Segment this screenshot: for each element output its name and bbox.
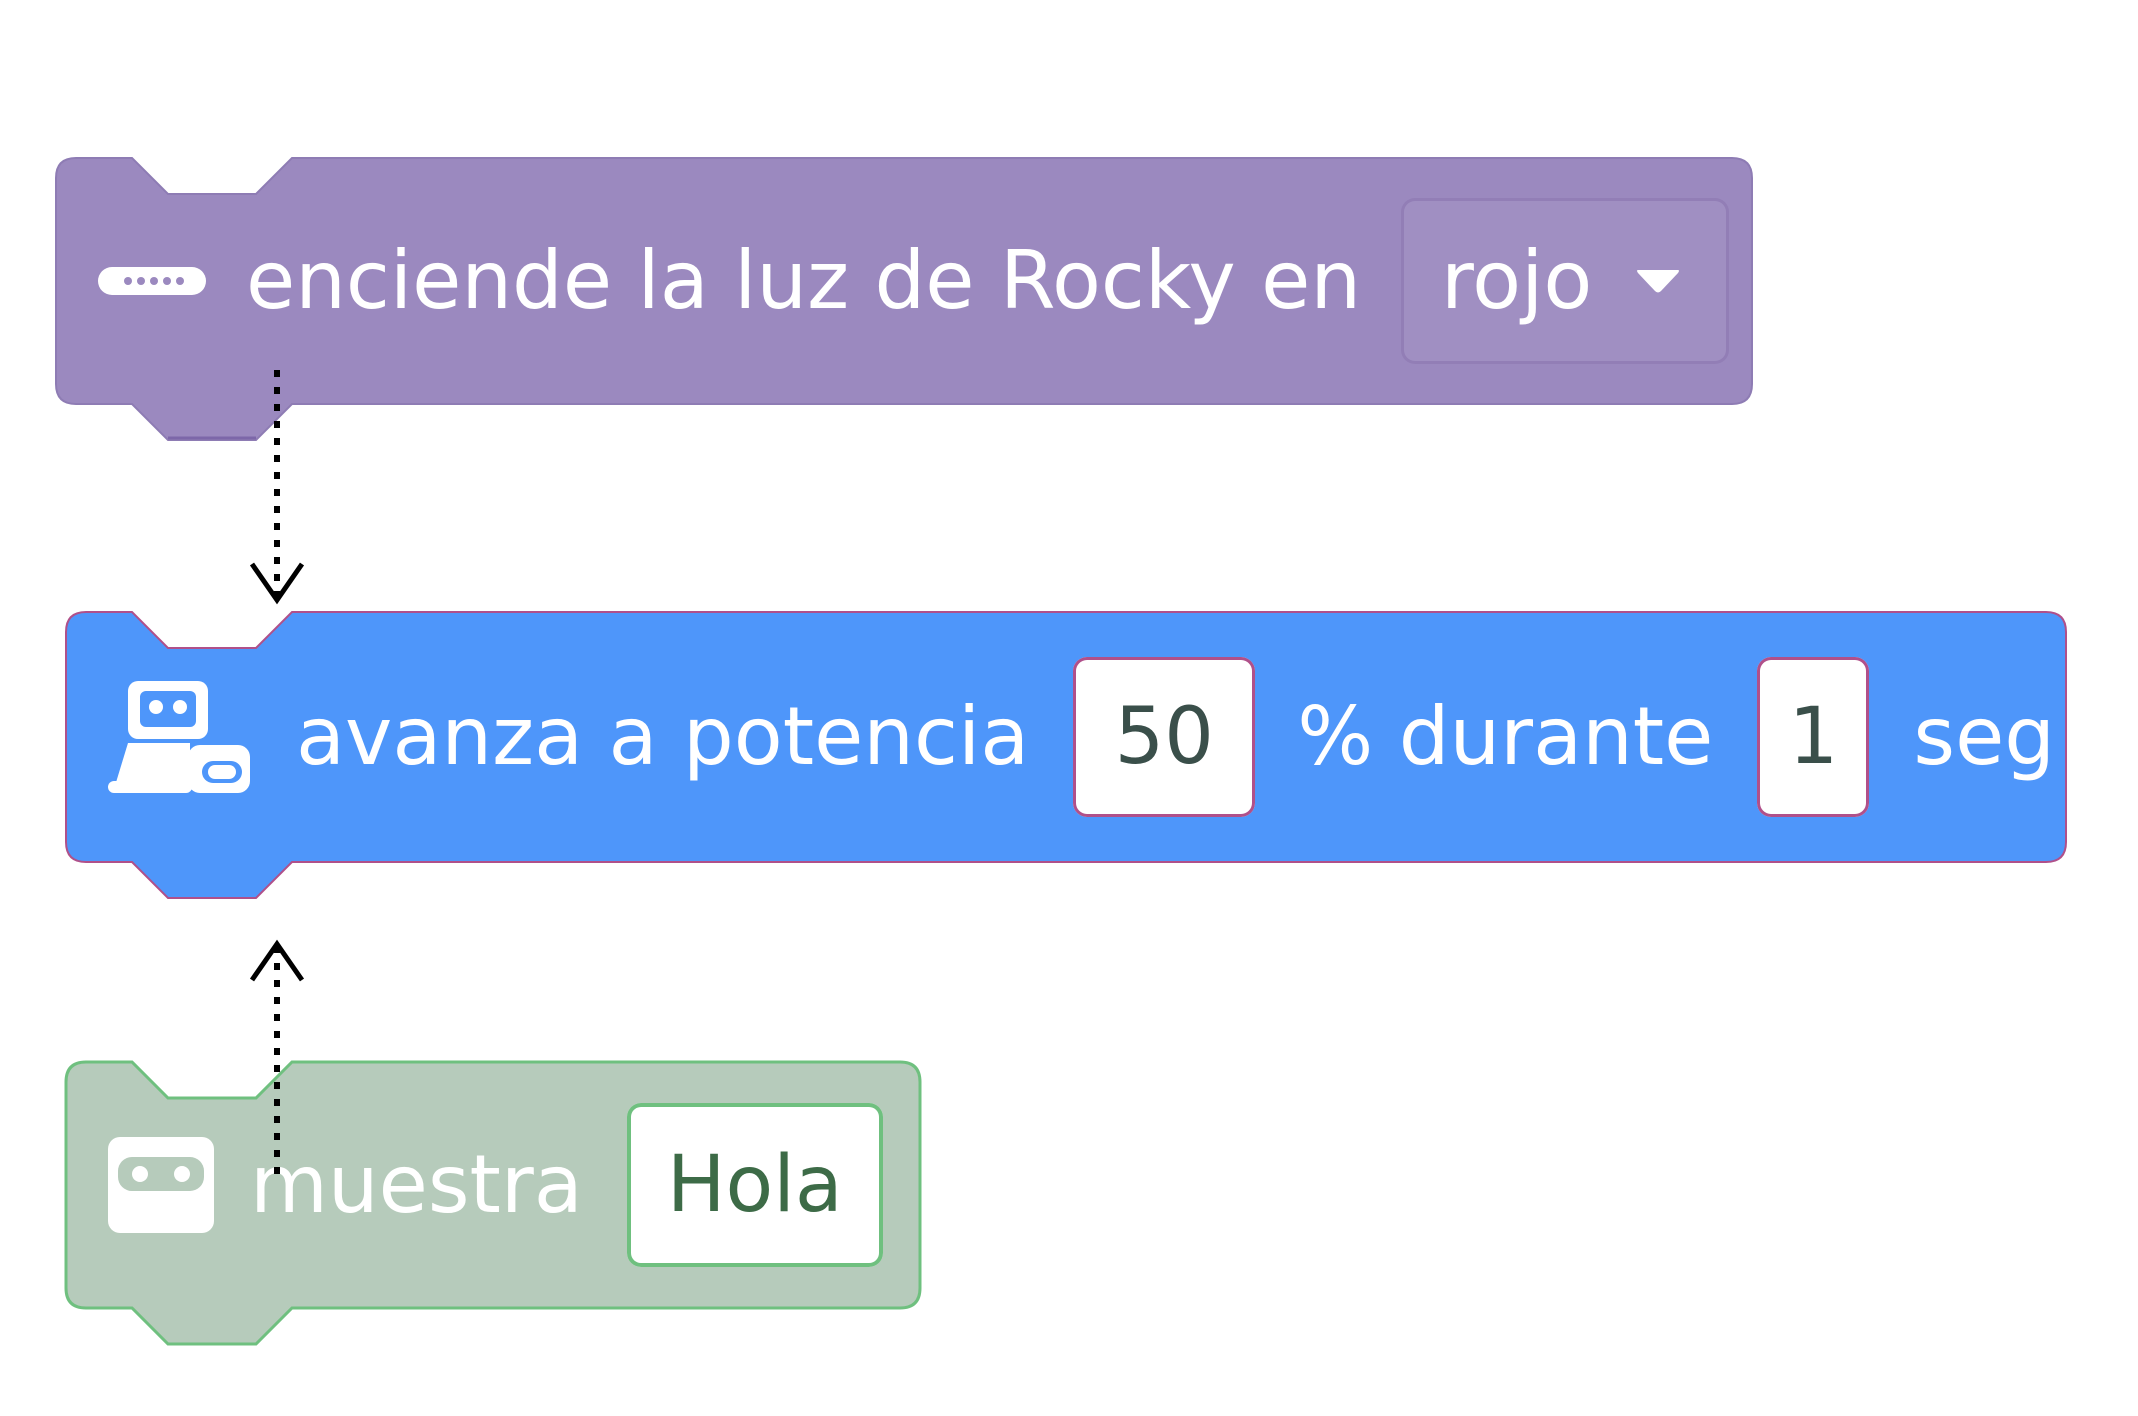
robot-motor-icon (108, 681, 250, 793)
move-label-2: % durante (1297, 690, 1714, 783)
move-label-3: seg (1913, 690, 2056, 783)
color-dropdown-value: rojo (1441, 234, 1593, 327)
chevron-down-icon (1637, 270, 1680, 293)
robot-face-icon (108, 1137, 214, 1233)
led-strip-icon (98, 267, 206, 295)
power-input[interactable]: 50 (1073, 657, 1256, 817)
display-label: muestra (250, 1138, 583, 1231)
block-light-label: enciende la luz de Rocky en (246, 234, 1362, 327)
display-text-input[interactable]: Hola (626, 1103, 883, 1267)
block-light[interactable]: enciende la luz de Rocky en rojo (55, 157, 1753, 441)
block-move-shape (65, 611, 2067, 899)
block-light-shape (55, 157, 1753, 441)
block-display[interactable]: muestra Hola (64, 1060, 922, 1346)
move-label-1: avanza a potencia (296, 690, 1030, 783)
duration-input[interactable]: 1 (1757, 657, 1870, 817)
block-move[interactable]: avanza a potencia 50 % durante 1 seg (65, 611, 2067, 899)
dotted-arrow-up-icon (249, 939, 305, 1174)
dotted-arrow-down-icon (249, 370, 305, 605)
color-dropdown[interactable]: rojo (1401, 198, 1730, 364)
